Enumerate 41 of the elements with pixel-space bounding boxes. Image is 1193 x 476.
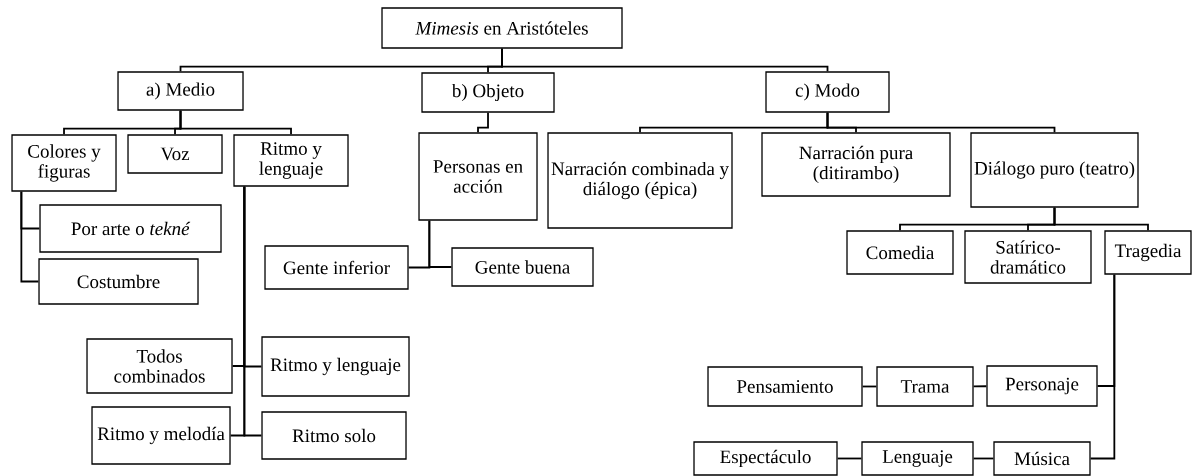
connector-line xyxy=(179,109,292,136)
text-box: Personas en acción xyxy=(418,132,538,221)
text-box: Diálogo puro (teatro) xyxy=(970,132,1139,208)
text-box: Costumbre xyxy=(38,258,199,305)
text-box: Todos combinados xyxy=(86,338,233,394)
connector-line xyxy=(243,185,263,437)
text-box: b) Objeto xyxy=(421,72,555,113)
text-box: Ritmo solo xyxy=(261,411,407,460)
text-box: a) Medio xyxy=(117,71,244,111)
text-box: Gente buena xyxy=(451,247,594,287)
text-box: Ritmo y melodía xyxy=(91,406,231,465)
connector-line xyxy=(1053,206,1149,232)
connector-line xyxy=(861,385,878,388)
connector-line xyxy=(501,47,829,73)
text-box: Pensamiento xyxy=(707,366,863,407)
text-box: Comedia xyxy=(846,230,954,275)
connector-line xyxy=(836,457,863,460)
text-box: Lenguaje xyxy=(861,441,974,476)
connector-line xyxy=(972,385,988,388)
text-box: Voz xyxy=(127,134,223,174)
text-box: Mimesis en Aristóteles xyxy=(381,7,623,49)
text-box: Gente inferior xyxy=(264,245,409,290)
text-box: Narración pura (ditirambo) xyxy=(761,132,951,197)
connector-line xyxy=(826,111,1056,134)
connector-line xyxy=(477,111,489,134)
connector-line xyxy=(20,190,40,283)
text-box: Personaje xyxy=(986,365,1098,407)
text-box: Música xyxy=(993,441,1091,476)
text-box: Trama xyxy=(876,366,974,407)
connector-line xyxy=(1089,273,1116,460)
text-box: Satírico-dramático xyxy=(964,230,1092,284)
text-box: Colores y figuras xyxy=(11,134,117,192)
text-box: Tragedia xyxy=(1104,230,1192,275)
text-box: Narración combinada y diálogo (épica) xyxy=(547,132,733,229)
text-box: Ritmo y lenguaje xyxy=(261,336,410,397)
text-box: Espectáculo xyxy=(693,441,838,476)
text-box: Por arte o tekné xyxy=(39,204,222,253)
text-box: Ritmo y lenguaje xyxy=(233,134,349,187)
text-box: c) Modo xyxy=(765,71,890,113)
connector-line xyxy=(972,457,995,460)
connector-line xyxy=(428,219,453,268)
